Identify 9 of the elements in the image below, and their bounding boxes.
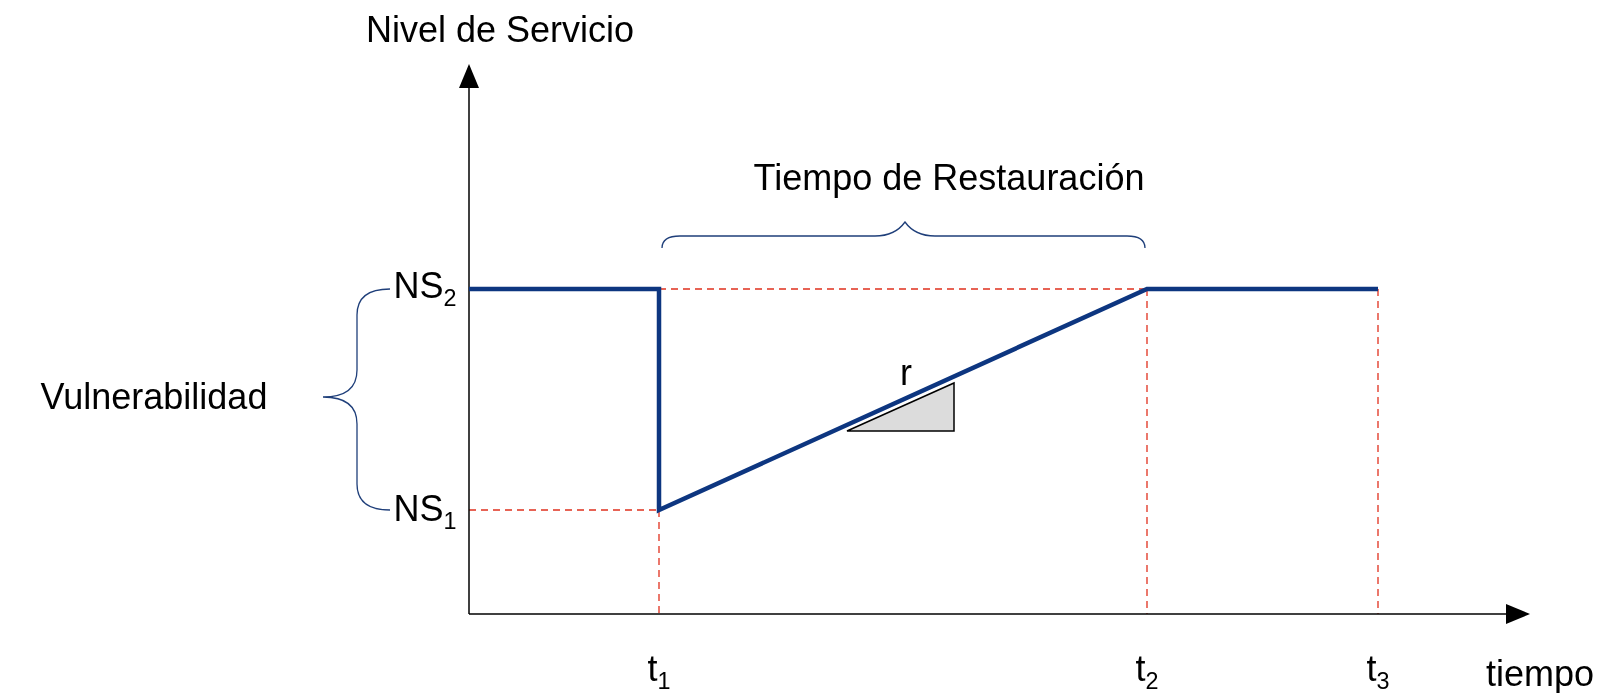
axis-title: Nivel de Servicio [365, 10, 635, 50]
bracket-label: Vulnerabilidad [40, 377, 268, 417]
slope-label: r [900, 353, 912, 393]
level-label: NS$_{2}$ [393, 266, 457, 312]
tick-label: t$_{3}$ [1366, 649, 1390, 693]
interval-label: Tiempo de Restauración [753, 158, 1145, 198]
tick-label: t$_{1}$ [647, 649, 671, 693]
tick-label: t$_{2}$ [1135, 649, 1159, 693]
level-label: NS$_{1}$ [393, 489, 457, 535]
